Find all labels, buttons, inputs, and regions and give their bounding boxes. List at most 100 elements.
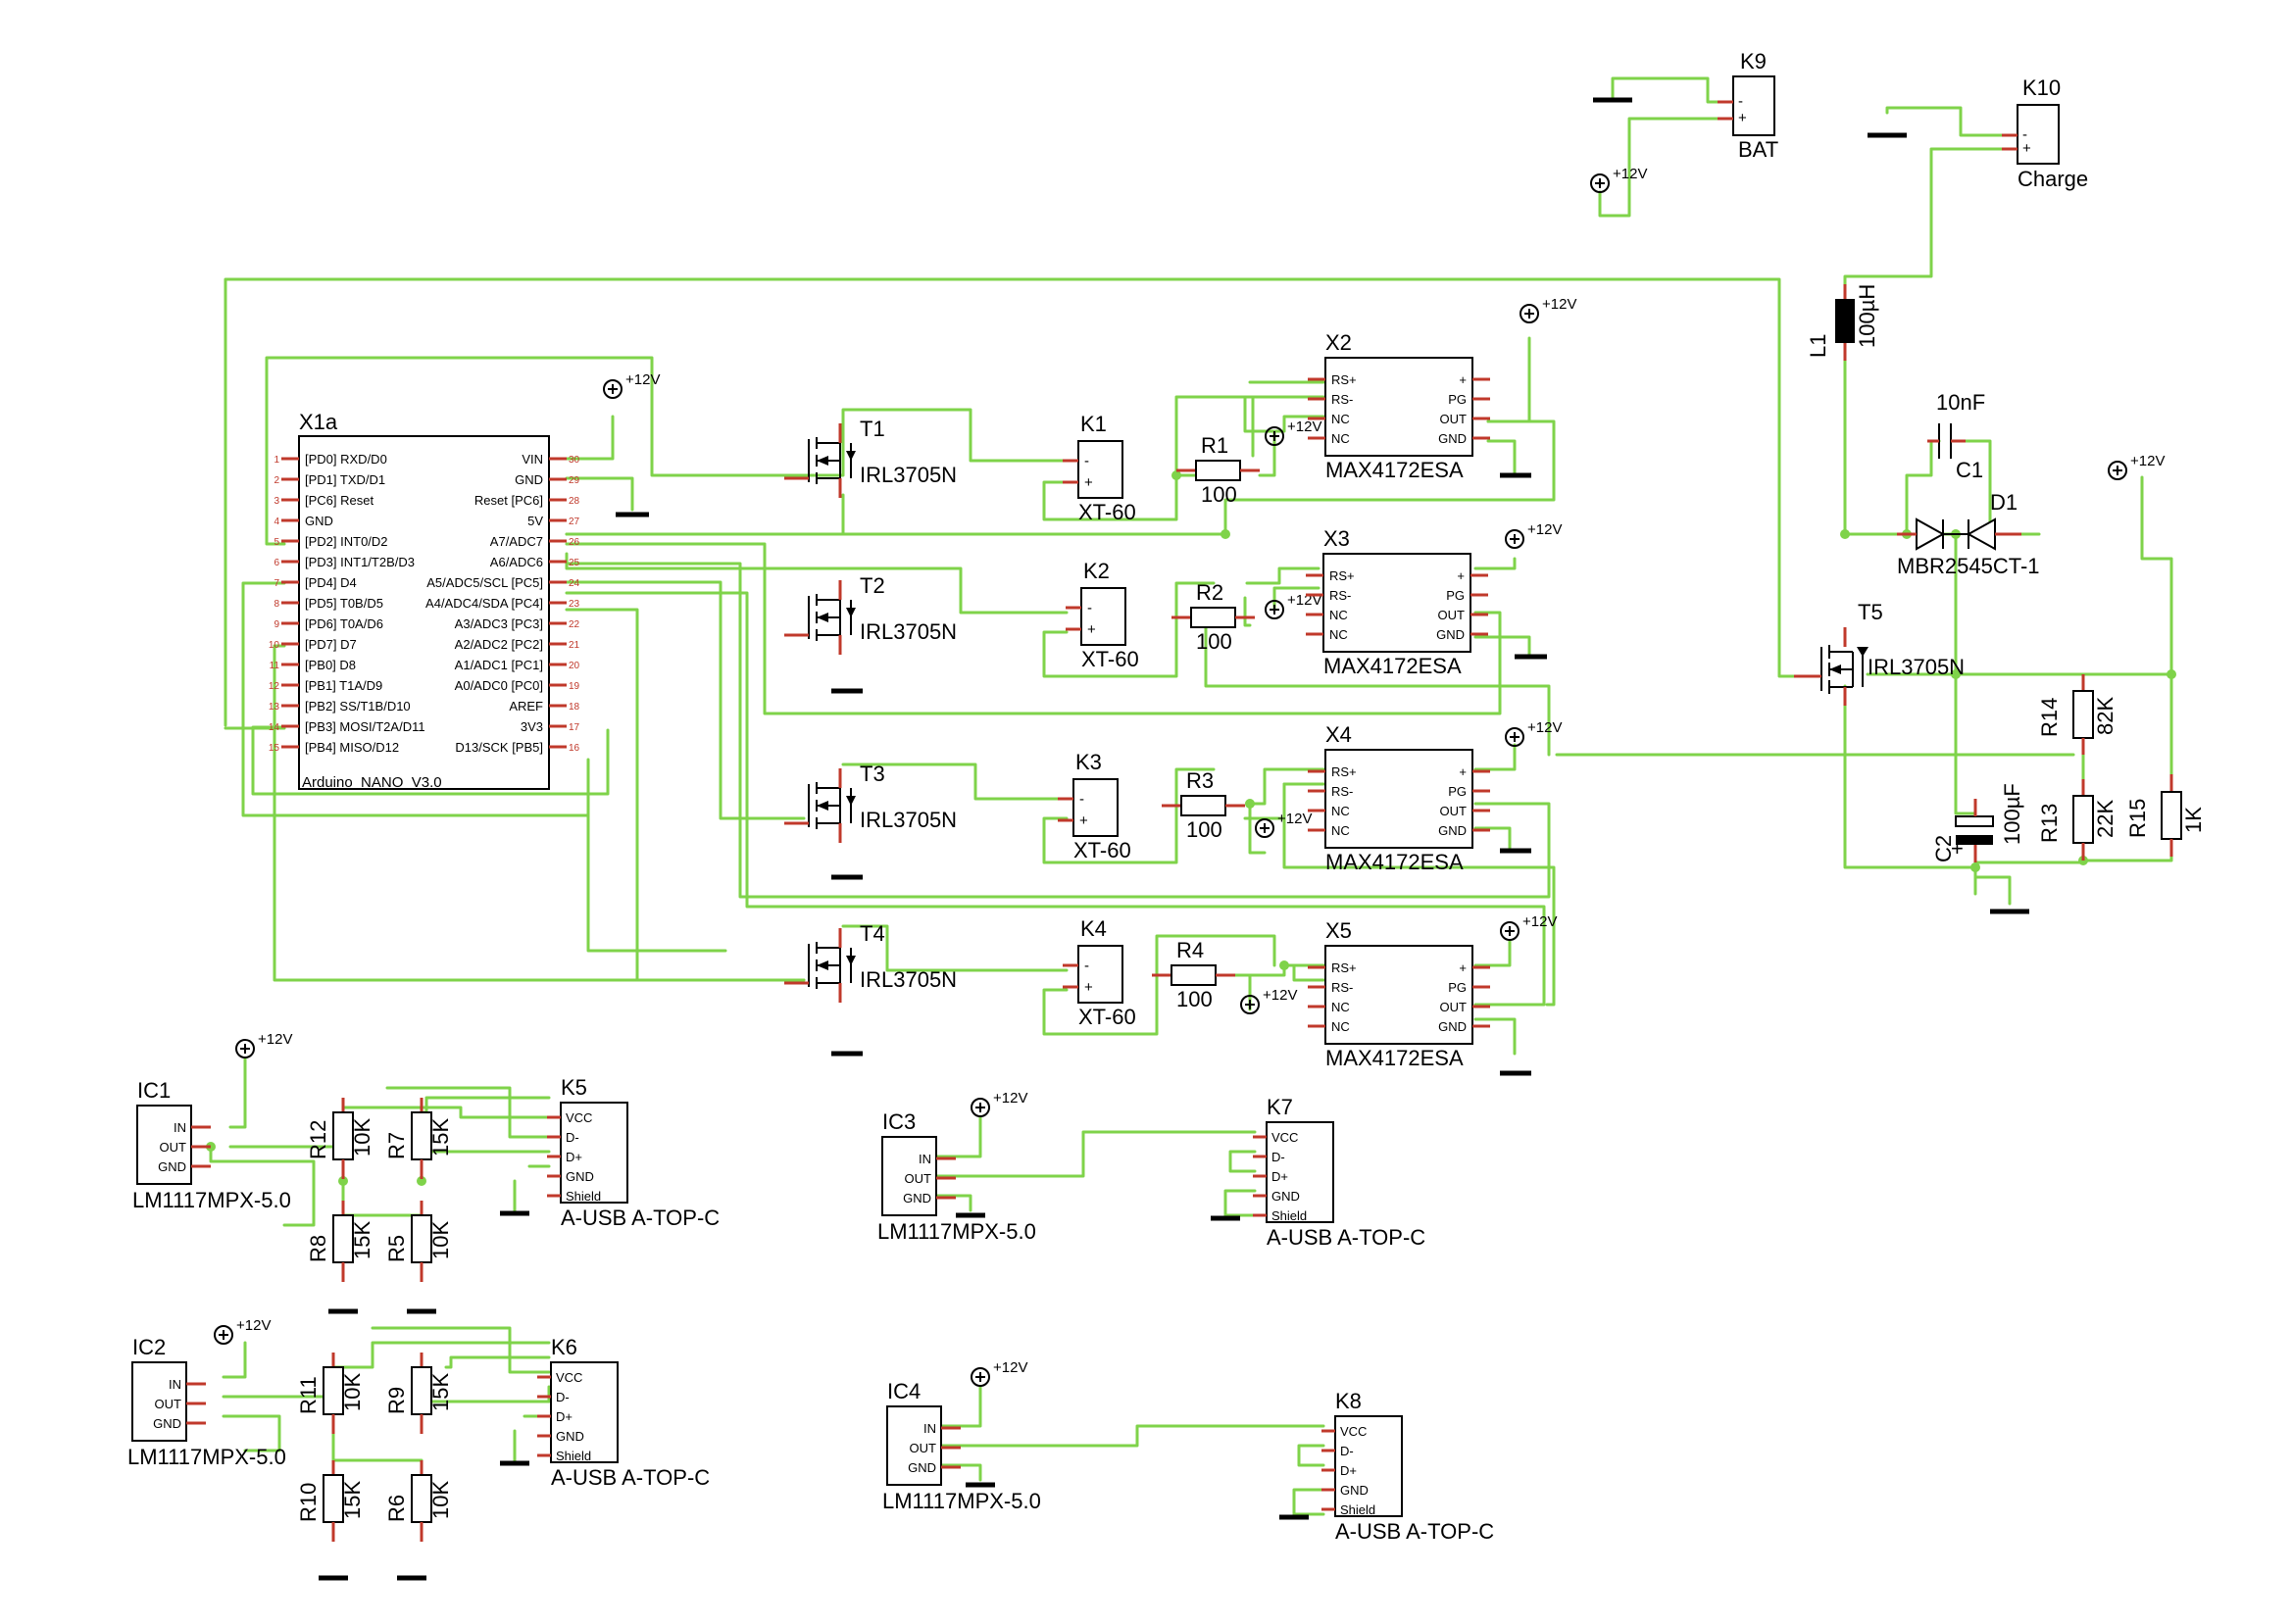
arduino-right-pin: A0/ADC0 [PC0]: [455, 678, 543, 693]
divider-ref: R7: [384, 1132, 409, 1159]
arduino-right-pin: Reset [PC6]: [474, 493, 543, 508]
arduino-left-pin-num: 12: [269, 681, 280, 692]
sensor-right-pin: OUT: [1440, 412, 1468, 426]
shunt-value: 100: [1201, 482, 1237, 507]
shunt-ref: R1: [1201, 433, 1228, 458]
arduino-right-pin-num: 24: [569, 578, 580, 589]
divider-ref: R6: [384, 1495, 409, 1522]
supply-label: +12V: [1522, 913, 1557, 930]
arduino-left-pin: GND: [305, 514, 333, 528]
arduino-right-pin-num: 19: [569, 681, 580, 692]
arduino-right-pin: D13/SCK [PB5]: [455, 740, 543, 755]
usb-value: A-USB A-TOP-C: [561, 1206, 720, 1230]
supply-ic4: +12V: [971, 1359, 1027, 1387]
sensor-right-pin: +: [1459, 372, 1467, 387]
arduino-left-pin: [PB2] SS/T1B/D10: [305, 699, 411, 714]
output-ref: K3: [1075, 750, 1102, 774]
sensor-ref: X4: [1325, 722, 1352, 747]
arduino-left-pin: [PD0] RXD/D0: [305, 452, 387, 467]
k10-ref: K10: [2022, 75, 2061, 100]
k10-value: Charge: [2018, 167, 2088, 191]
usb-pin: D-: [556, 1390, 570, 1404]
arduino-right-pin-num: 17: [569, 722, 580, 733]
battery-connector-k9: - + K9 BAT: [1718, 49, 1778, 162]
mosfet-value: IRL3705N: [860, 808, 957, 832]
supply-ic2: +12V: [214, 1317, 271, 1345]
sensor-right-pin: PG: [1446, 588, 1465, 603]
supply-arduino: +12V: [603, 371, 660, 399]
supply-ic3: +12V: [971, 1090, 1027, 1117]
usb-value: A-USB A-TOP-C: [551, 1465, 710, 1490]
arduino-left-pin-num: 1: [274, 455, 279, 466]
arduino-right-pin-num: 26: [569, 537, 580, 548]
sensor-left-pin: NC: [1331, 1000, 1350, 1014]
supply-ic1: +12V: [235, 1031, 292, 1058]
svg-text:+: +: [1079, 812, 1088, 829]
r14-value: 82K: [2093, 697, 2118, 735]
arduino-right-pin-num: 21: [569, 640, 580, 651]
sensor-left-pin: RS-: [1331, 980, 1353, 995]
regulator-value: LM1117MPX-5.0: [127, 1445, 286, 1469]
mosfet-ref: T2: [860, 573, 885, 598]
regulator-value: LM1117MPX-5.0: [882, 1489, 1041, 1513]
arduino-right-pin: 5V: [527, 514, 543, 528]
arduino-left-pin-num: 11: [270, 661, 280, 671]
svg-text:+: +: [1738, 110, 1747, 126]
sensor-value: MAX4172ESA: [1325, 1046, 1464, 1070]
usb-ref: K5: [561, 1075, 587, 1100]
regulator-value: LM1117MPX-5.0: [132, 1188, 291, 1212]
k9-value: BAT: [1738, 137, 1778, 162]
inductor-l1: L1 100µH: [1806, 284, 1879, 361]
shunt-ref: R2: [1196, 580, 1223, 605]
supply-r4: +12V: [1240, 987, 1297, 1014]
arduino-right-pin: AREF: [509, 699, 543, 714]
arduino-left-pin: [PB0] D8: [305, 658, 356, 672]
regulator-pin: OUT: [160, 1140, 187, 1155]
svg-text:-: -: [1738, 93, 1743, 110]
regulator-ref: IC3: [882, 1109, 916, 1134]
arduino-right-pin-num: 23: [569, 599, 580, 610]
l1-ref: L1: [1806, 334, 1830, 358]
arduino-left-pin-num: 5: [274, 537, 279, 548]
arduino-ref: X1a: [299, 410, 338, 434]
c1-ref: C1: [1956, 458, 1983, 482]
supply-symbols: +12V +12V +12V +12V +12V +12V +12V +12V …: [214, 166, 2165, 1387]
svg-text:-: -: [1079, 791, 1084, 808]
resistor-r13: R13 22K: [2037, 779, 2118, 861]
ground-symbols: [319, 97, 2029, 1581]
arduino-left-pin: [PD4] D4: [305, 575, 357, 590]
output-ref: K1: [1080, 412, 1107, 436]
divider-ref: R10: [296, 1483, 321, 1522]
divider-ref: R12: [306, 1120, 330, 1159]
usb-pin: D+: [1340, 1463, 1357, 1478]
regulator-value: LM1117MPX-5.0: [877, 1219, 1036, 1244]
arduino-left-pin: [PB1] T1A/D9: [305, 678, 382, 693]
sensor-left-pin: NC: [1331, 823, 1350, 838]
arduino-right-pin-num: 16: [569, 743, 580, 754]
usb-pin: D-: [566, 1130, 579, 1145]
divider-value: 10K: [340, 1373, 365, 1411]
arduino-nano: X1a Arduino_NANO_V3.0 1[PD0] RXD/D02[PD1…: [269, 410, 580, 791]
supply-x3: +12V: [1505, 521, 1562, 549]
sensor-left-pin: NC: [1329, 627, 1348, 642]
arduino-right-pin-num: 18: [569, 702, 580, 713]
mosfet-value: IRL3705N: [860, 463, 957, 487]
shunt-value: 100: [1196, 629, 1232, 654]
